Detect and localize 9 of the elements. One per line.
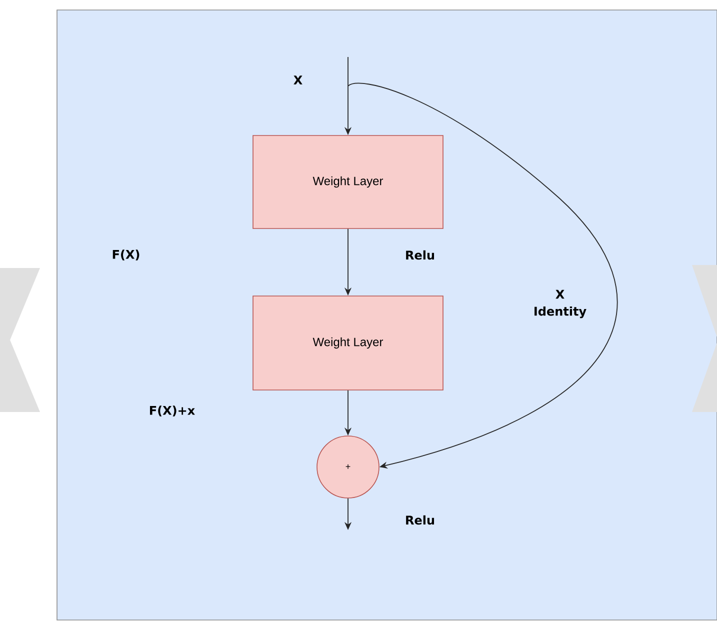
diagram-label: Relu: [406, 250, 434, 260]
edge-label: X Identity: [534, 290, 586, 318]
diagram-label: X: [294, 76, 302, 84]
diagram-label: F(X)+x: [150, 406, 195, 416]
skip-connection-arrow: [348, 82, 618, 469]
diagram-label: F(X): [112, 250, 140, 260]
layer-box: Weight Layer: [252, 135, 444, 229]
diagram-label: Relu: [406, 515, 434, 525]
layer-box: Weight Layer: [252, 296, 444, 390]
